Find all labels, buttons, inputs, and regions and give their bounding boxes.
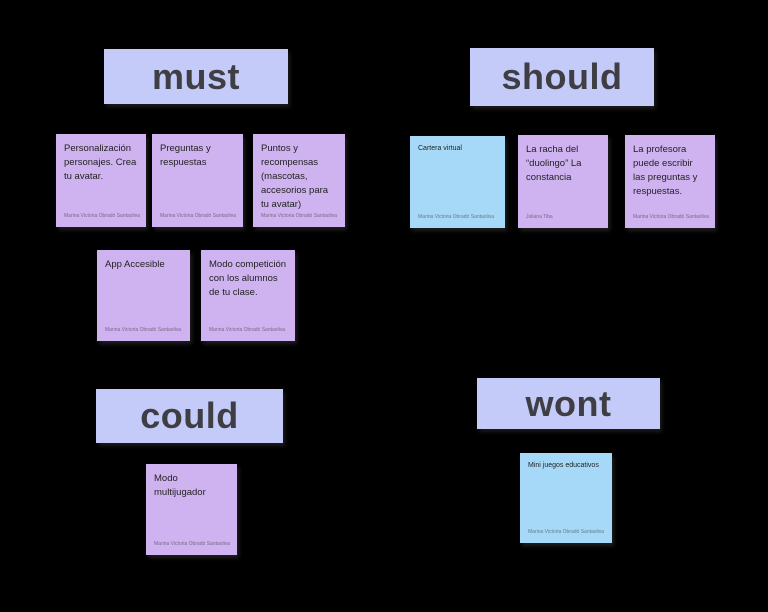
section-header-wont[interactable]: wont [477,378,660,429]
sticky-note-modo-multijugador[interactable]: Modo multijugador Marina Victoria Obradó… [146,464,237,555]
sticky-note-author: Marina Victoria Obradó Santaoliva [633,214,709,220]
sticky-note-author: Marina Victoria Obradó Santaoliva [64,213,140,219]
sticky-note-author: Marina Victoria Obradó Santaoliva [261,213,338,219]
sticky-note-personalizacion[interactable]: Personalización personajes. Crea tu avat… [56,134,146,227]
sticky-note-text: App Accesible [105,259,165,270]
sticky-note-cartera-virtual[interactable]: Cartera virtual Marina Victoria Obradó S… [410,136,505,228]
sticky-note-text: Cartera virtual [418,145,462,152]
section-header-should[interactable]: should [470,48,654,106]
sticky-note-puntos-recompensas[interactable]: Puntos y recompensas (mascotas, accesori… [253,134,345,227]
sticky-note-author: Marina Victoria Obradó Santaoliva [154,541,231,547]
sticky-note-app-accesible[interactable]: App Accesible Marina Victoria Obradó San… [97,250,190,341]
section-header-must[interactable]: must [104,49,288,104]
sticky-note-text: La profesora puede escribir las pregunta… [633,144,698,197]
sticky-note-mini-juegos[interactable]: Mini juegos educativos Marina Victoria O… [520,453,612,543]
sticky-note-text: Mini juegos educativos [528,462,599,469]
sticky-note-text: Modo multijugador [154,473,206,498]
sticky-note-author: Juliana Tiba [526,214,553,220]
sticky-note-text: Personalización personajes. Crea tu avat… [64,143,137,182]
section-header-could[interactable]: could [96,389,283,443]
sticky-note-text: La racha del “duolingo” La constancia [526,144,582,183]
sticky-note-text: Modo competición con los alumnos de tu c… [209,259,287,298]
sticky-note-author: Marina Victoria Obradó Santaoliva [209,327,286,333]
sticky-note-author: Marina Victoria Obradó Santaoliva [528,529,605,535]
sticky-note-racha-duolingo[interactable]: La racha del “duolingo” La constancia Ju… [518,135,608,228]
sticky-note-text: Preguntas y respuestas [160,143,211,168]
sticky-note-modo-competicion[interactable]: Modo competición con los alumnos de tu c… [201,250,295,341]
sticky-note-text: Puntos y recompensas (mascotas, accesori… [261,143,329,210]
sticky-note-author: Marina Victoria Obradó Santaoliva [418,214,495,220]
sticky-note-preguntas[interactable]: Preguntas y respuestas Marina Victoria O… [152,134,243,227]
sticky-note-author: Marina Victoria Obradó Santaoliva [105,327,182,333]
sticky-note-author: Marina Victoria Obradó Santaoliva [160,213,237,219]
sticky-note-profesora-preguntas[interactable]: La profesora puede escribir las pregunta… [625,135,715,228]
